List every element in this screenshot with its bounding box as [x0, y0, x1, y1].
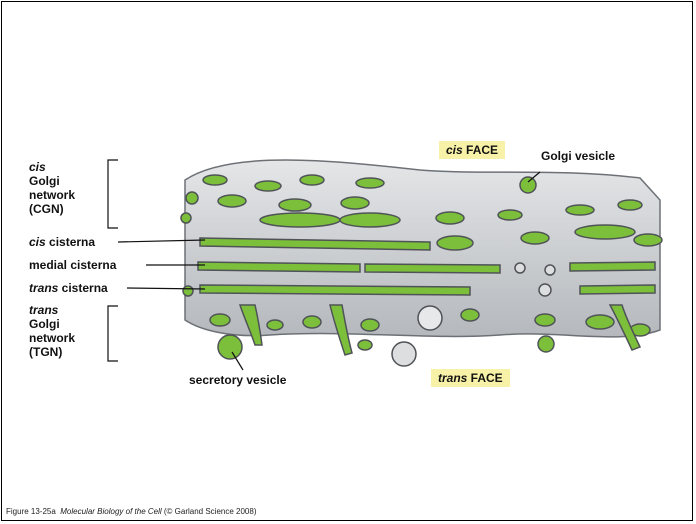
trans-cisterna-text: cisterna: [58, 281, 107, 295]
cgn-label-text: Golgi network (CGN): [29, 174, 75, 216]
tgn-label-trans: trans: [29, 303, 58, 317]
trans-face-text: FACE: [467, 371, 502, 385]
figure-caption: Figure 13-25a Molecular Biology of the C…: [6, 507, 257, 516]
golgi-vesicle-label: Golgi vesicle: [541, 149, 615, 163]
cgn-label-cis: cis: [29, 160, 46, 174]
cis-face-italic: cis: [446, 143, 463, 157]
cis-cisterna-text: cisterna: [46, 235, 95, 249]
cis-face-tag: cis FACE: [439, 141, 505, 159]
cis-cisterna-label: cis cisterna: [29, 235, 95, 249]
trans-cisterna-label: trans cisterna: [29, 281, 108, 295]
trans-face-tag: trans FACE: [431, 369, 510, 387]
cis-face-text: FACE: [463, 143, 498, 157]
caption-suffix: (© Garland Science 2008): [162, 507, 257, 516]
cgn-label: cis Golgi network (CGN): [29, 160, 75, 216]
medial-cisterna-label: medial cisterna: [29, 258, 116, 272]
cis-cisterna-italic: cis: [29, 235, 46, 249]
trans-face-italic: trans: [438, 371, 467, 385]
secretory-vesicle-label: secretory vesicle: [189, 373, 286, 387]
caption-prefix: Figure 13-25a: [6, 507, 60, 516]
tgn-label: trans Golgi network (TGN): [29, 303, 75, 359]
caption-book-title: Molecular Biology of the Cell: [60, 507, 161, 516]
trans-cisterna-italic: trans: [29, 281, 58, 295]
tgn-label-text: Golgi network (TGN): [29, 317, 75, 359]
